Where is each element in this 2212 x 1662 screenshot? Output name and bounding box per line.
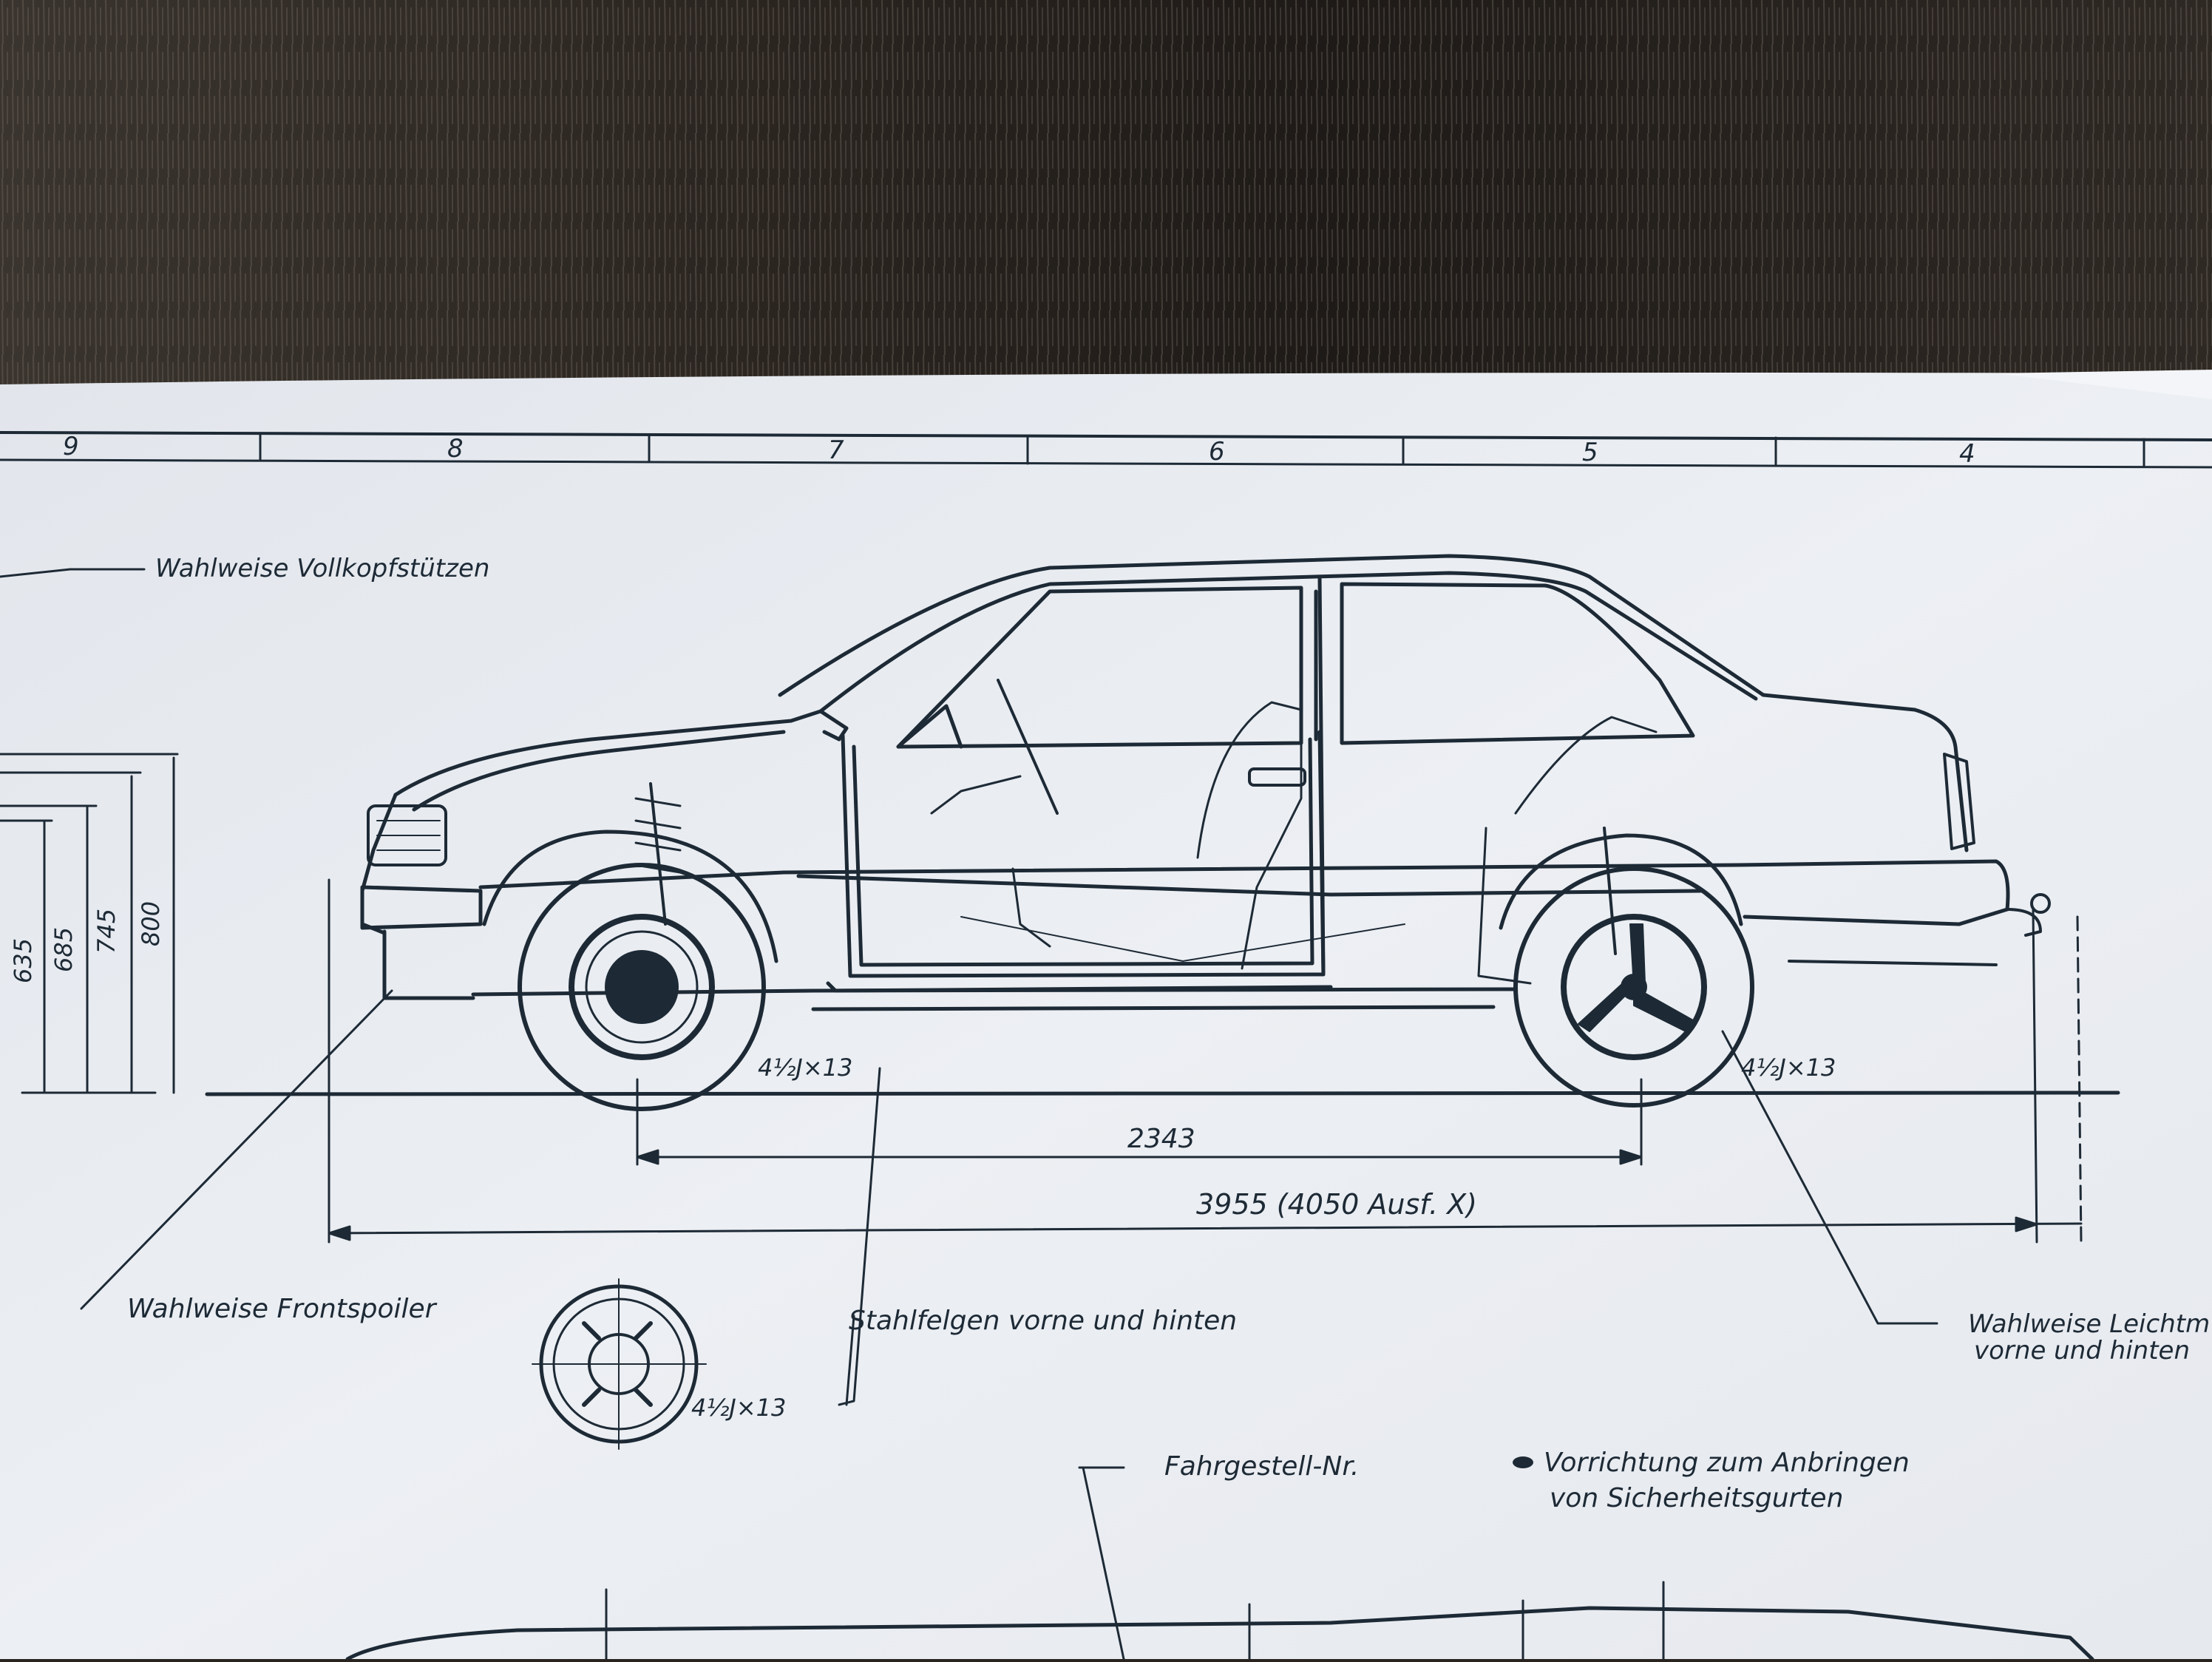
wheelbase-dimension [636,1078,1643,1166]
label-steel-rims: Stahlfelgen vorne und hinten [849,1306,1237,1336]
dim-height-800: 800 [137,901,165,946]
label-belt-line1: Vorrichtung zum Anbringen [1544,1448,1910,1478]
rim-detail [532,1278,707,1450]
ground-line [205,1091,2120,1096]
dim-height-685: 685 [50,927,78,972]
grid-number-4: 4 [1959,439,1975,469]
dim-wheelbase: 2343 [1127,1124,1195,1154]
dim-rim-front: 4½J×13 [758,1054,852,1082]
grid-number-8: 8 [447,434,464,464]
label-chassis-no: Fahrgestell-Nr. [1164,1451,1359,1482]
grid-number-7: 7 [828,435,844,465]
dim-rim-detail: 4½J×13 [691,1394,786,1422]
label-alloy-line1: Wahlweise Leichtm [1968,1309,2210,1339]
grid-number-9: 9 [63,432,79,461]
label-belt-line2: von Sicherheitsgurten [1550,1483,1843,1513]
height-values: 635 685 745 800 [9,901,165,983]
dim-rim-rear: 4½J×13 [1741,1054,1836,1082]
grid-number-6: 6 [1209,437,1225,467]
height-dimensions [0,753,179,1094]
dim-height-635: 635 [9,938,37,983]
label-headrest: Wahlweise Vollkopfstützen [155,554,489,583]
dim-length: 3955 (4050 Ausf. X) [1196,1188,1477,1221]
length-dimension [328,878,2083,1244]
rear-wheel [1513,866,1754,1108]
dim-height-745: 745 [92,909,121,954]
paper-sheet [0,373,2212,1659]
grid-strip [0,431,2212,469]
grid-numbers: 9 8 7 6 5 4 [63,432,1975,469]
label-alloy-line2: vorne und hinten [1974,1336,2190,1366]
front-wheel [518,863,766,1111]
grid-number-5: 5 [1582,438,1598,467]
label-front-spoiler: Wahlweise Frontspoiler [127,1294,438,1324]
